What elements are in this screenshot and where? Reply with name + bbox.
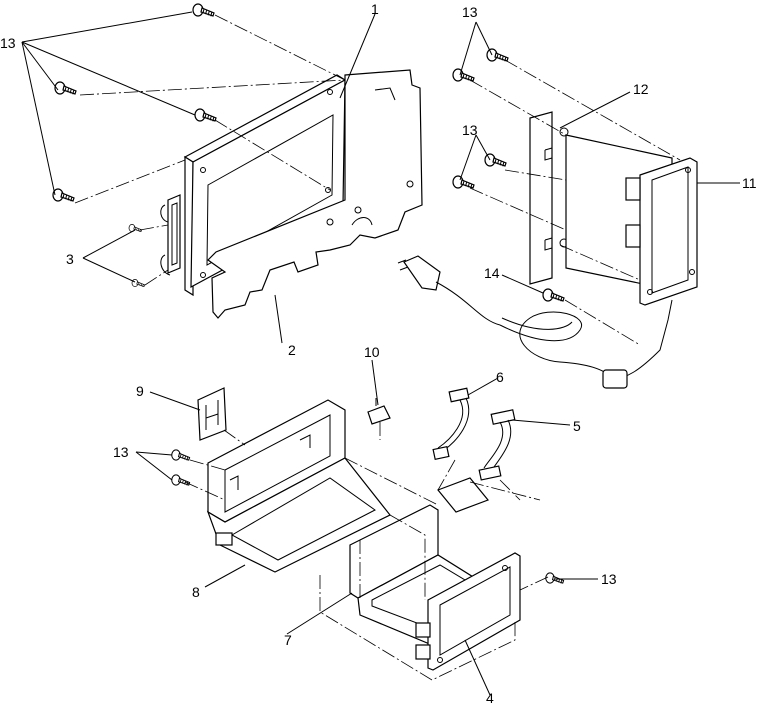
part-4-board (415, 552, 521, 671)
screw-icon (171, 449, 191, 461)
callout-14: 14 (484, 265, 500, 281)
callout-5: 5 (573, 418, 581, 434)
part-2-insulation-sheet (207, 69, 423, 319)
screw-icon (542, 288, 565, 302)
callout-13-right-board: 13 (601, 571, 617, 587)
part-1-main-board (160, 74, 347, 297)
callout-1: 1 (371, 1, 379, 17)
connector-3 (160, 194, 181, 276)
screw-icon (194, 108, 217, 122)
callout-11: 11 (742, 175, 757, 191)
screw-icon (171, 474, 191, 486)
callout-8: 8 (192, 584, 200, 600)
callout-9: 9 (136, 383, 144, 399)
callout-12: 12 (633, 81, 649, 97)
callout-13-top-left: 13 (0, 35, 16, 51)
callout-4: 4 (486, 690, 494, 706)
screws-group (52, 3, 565, 584)
screw-icon (131, 279, 146, 288)
callout-3: 3 (66, 251, 74, 267)
part-6-cable (432, 387, 470, 461)
callout-13-mid-right: 13 (462, 122, 478, 138)
callout-6: 6 (496, 369, 504, 385)
screw-icon (452, 68, 475, 82)
callout-2: 2 (288, 342, 296, 358)
screw-icon (192, 3, 215, 17)
part-12-bracket (529, 111, 569, 285)
callout-10: 10 (364, 344, 380, 360)
screw-icon (545, 572, 565, 584)
screw-icon (452, 175, 475, 189)
callout-13-left-chassis: 13 (113, 444, 129, 460)
screw-icon (128, 224, 143, 233)
leader-lines (21, 11, 740, 696)
screw-icon (54, 81, 77, 95)
screw-icon (52, 188, 75, 202)
alignment-lines (74, 14, 681, 681)
power-cord (397, 255, 673, 389)
part-11-power-supply (565, 134, 698, 306)
callout-7: 7 (284, 632, 292, 648)
part-10-clip (367, 398, 391, 425)
part-9-label (197, 387, 227, 441)
part-5-cable (478, 409, 516, 481)
callout-13-top-right: 13 (462, 4, 478, 20)
